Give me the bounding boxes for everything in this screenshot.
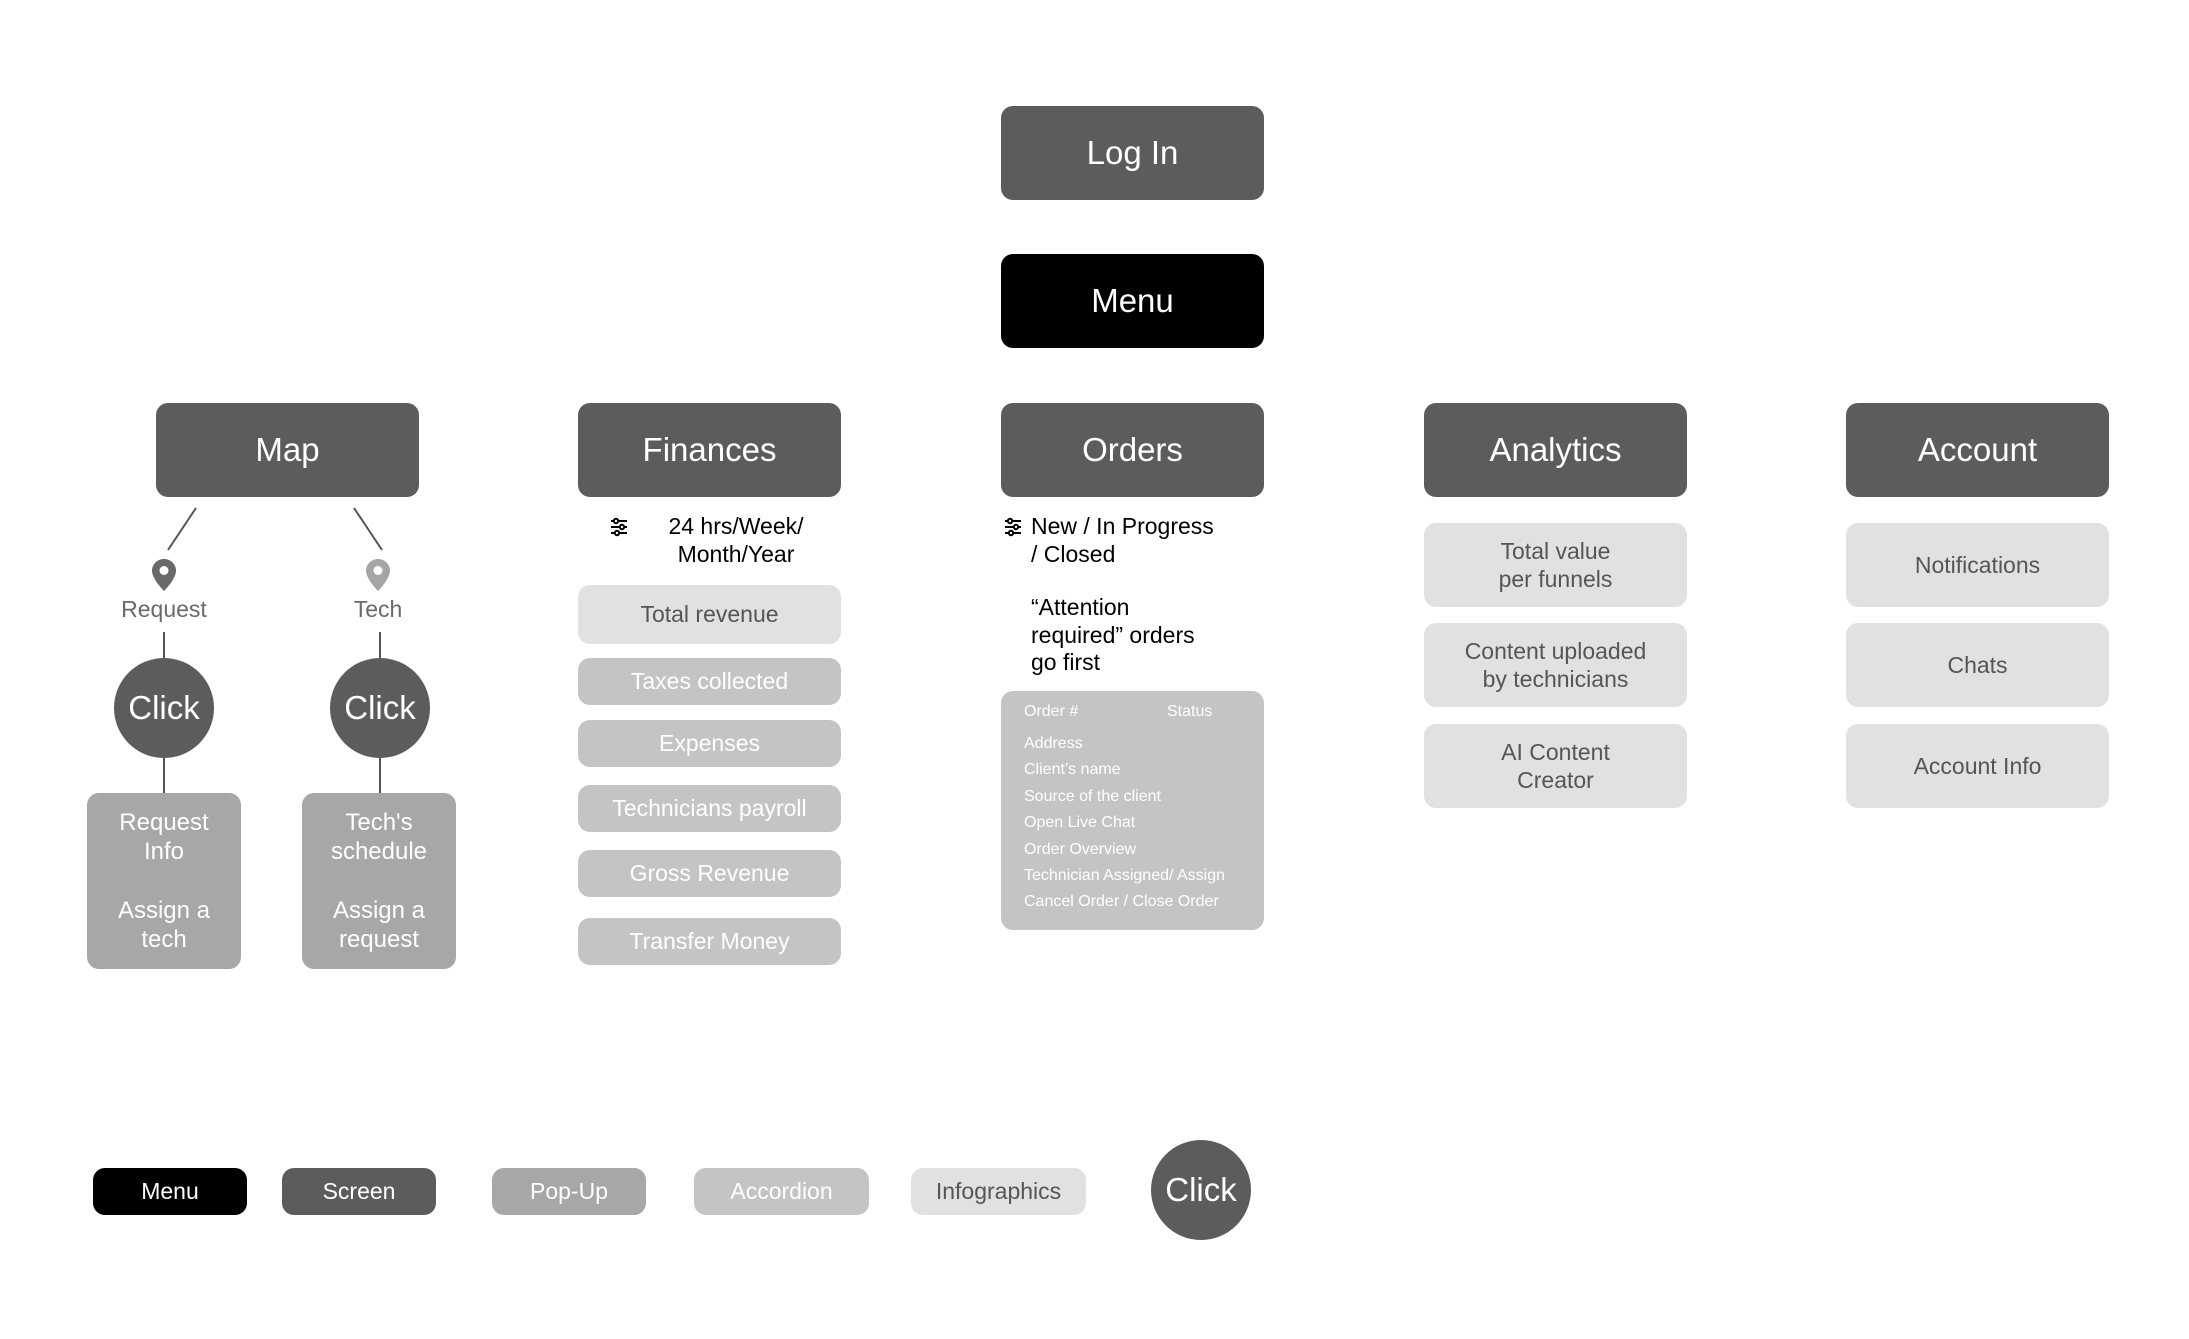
infographic-total-revenue: Total revenue xyxy=(578,585,841,644)
order-overview[interactable]: Order Overview xyxy=(1024,841,1137,858)
popup-request-info[interactable]: Request Info Assign a tech xyxy=(87,793,241,969)
infographic-ai-content-creator: AI Content Creator xyxy=(1424,724,1687,808)
account-notifications[interactable]: Notifications xyxy=(1846,523,2109,607)
legend-infographics: Infographics xyxy=(911,1168,1086,1215)
orders-popup-table[interactable]: Order # Status Address Client’s name Sou… xyxy=(1001,691,1264,930)
legend-popup: Pop-Up xyxy=(492,1168,646,1215)
order-field-client-name[interactable]: Client’s name xyxy=(1024,761,1121,778)
legend-menu: Menu xyxy=(93,1168,247,1215)
map-pin-icon xyxy=(365,558,391,592)
finances-screen[interactable]: Finances xyxy=(578,403,841,497)
sliders-icon xyxy=(1003,517,1023,537)
orders-status-filter[interactable]: New / In Progress / Closed xyxy=(1031,513,1214,567)
account-info[interactable]: Account Info xyxy=(1846,724,2109,808)
orders-note: “Attention required” orders go first xyxy=(1031,594,1195,676)
map-screen[interactable]: Map xyxy=(156,403,419,497)
legend-click: Click xyxy=(1151,1140,1251,1240)
map-pin-icon xyxy=(151,558,177,592)
login-screen[interactable]: Log In xyxy=(1001,106,1264,200)
accordion-expenses[interactable]: Expenses xyxy=(578,720,841,767)
order-cancel-close[interactable]: Cancel Order / Close Order xyxy=(1024,893,1219,910)
accordion-taxes-collected[interactable]: Taxes collected xyxy=(578,658,841,705)
accordion-gross-revenue[interactable]: Gross Revenue xyxy=(578,850,841,897)
order-technician-assign[interactable]: Technician Assigned/ Assign xyxy=(1024,867,1226,884)
finances-period-filter[interactable]: 24 hrs/Week/ Month/Year xyxy=(668,513,804,567)
account-chats[interactable]: Chats xyxy=(1846,623,2109,707)
analytics-screen[interactable]: Analytics xyxy=(1424,403,1687,497)
legend-screen: Screen xyxy=(282,1168,436,1215)
orders-screen[interactable]: Orders xyxy=(1001,403,1264,497)
order-field-address[interactable]: Address xyxy=(1024,735,1083,752)
branch-label-request: Request xyxy=(121,596,207,622)
order-open-live-chat[interactable]: Open Live Chat xyxy=(1024,814,1136,831)
popup-tech-schedule[interactable]: Tech's schedule Assign a request xyxy=(302,793,456,969)
main-menu[interactable]: Menu xyxy=(1001,254,1264,348)
accordion-technicians-payroll[interactable]: Technicians payroll xyxy=(578,785,841,832)
click-request[interactable]: Click xyxy=(114,658,214,758)
legend-accordion: Accordion xyxy=(694,1168,869,1215)
order-number-header: Order # xyxy=(1024,703,1079,720)
status-header: Status xyxy=(1167,703,1213,720)
accordion-transfer-money[interactable]: Transfer Money xyxy=(578,918,841,965)
infographic-total-value-funnels: Total value per funnels xyxy=(1424,523,1687,607)
sliders-icon xyxy=(609,517,629,537)
order-field-client-source[interactable]: Source of the client xyxy=(1024,788,1161,805)
infographic-content-uploaded: Content uploaded by technicians xyxy=(1424,623,1687,707)
click-tech[interactable]: Click xyxy=(330,658,430,758)
account-screen[interactable]: Account xyxy=(1846,403,2109,497)
branch-label-tech: Tech xyxy=(353,596,403,622)
